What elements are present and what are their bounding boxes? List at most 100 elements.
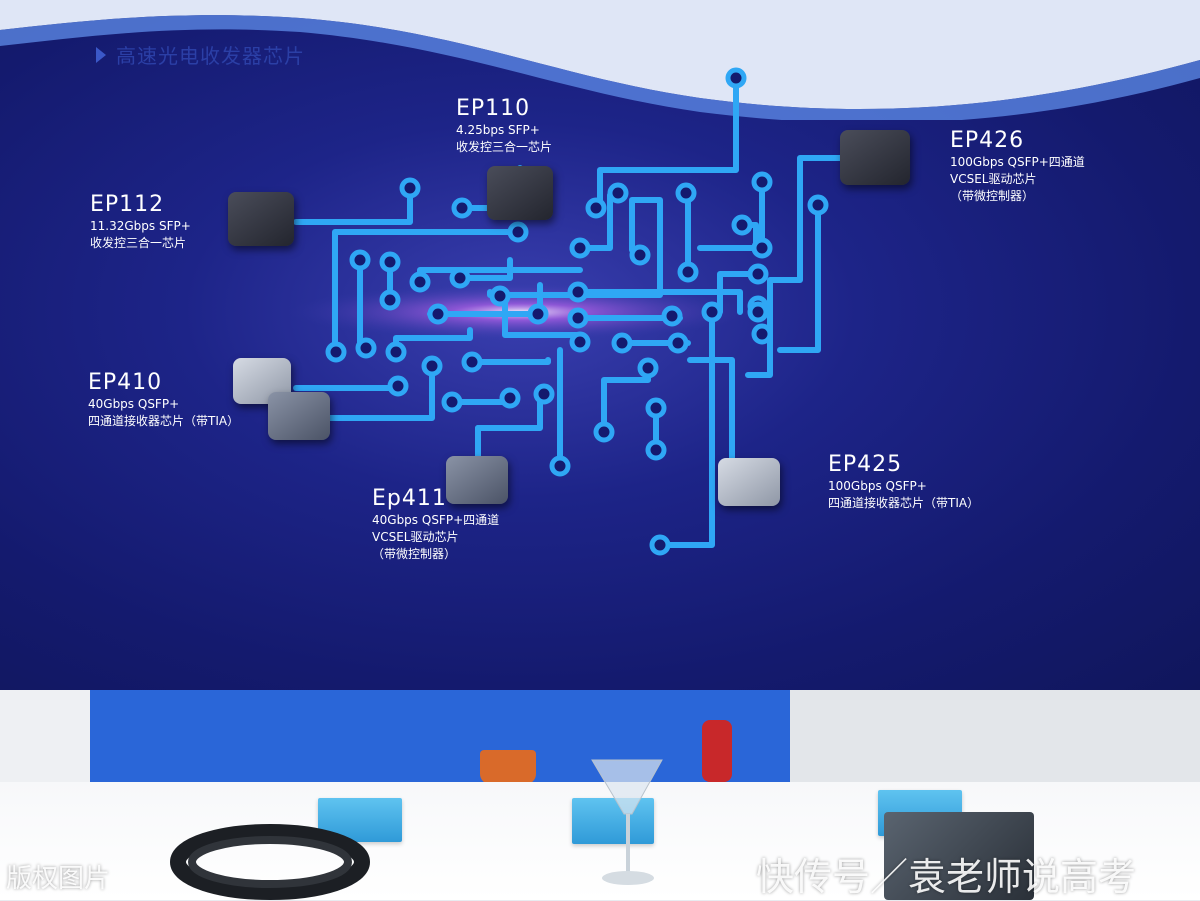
circuit-node bbox=[731, 214, 753, 236]
circuit-trace bbox=[463, 357, 551, 365]
circuit-node bbox=[751, 323, 773, 345]
circuit-trace bbox=[293, 185, 413, 225]
circuit-trace bbox=[717, 271, 761, 315]
model-name: EP112 bbox=[90, 192, 165, 217]
model-name: EP110 bbox=[456, 96, 531, 121]
label-ep425: EP425 100Gbps QSFP+ 四通道接收器芯片（带TIA） bbox=[828, 452, 979, 512]
ep425-chip bbox=[718, 458, 780, 506]
ep410-chip-b bbox=[268, 392, 330, 440]
circuit-node bbox=[569, 331, 591, 353]
circuit-node bbox=[451, 197, 473, 219]
label-ep426: EP426 100Gbps QSFP+四通道 VCSEL驱动芯片 （带微控制器） bbox=[950, 128, 1085, 205]
circuit-node bbox=[701, 301, 723, 323]
flower-pot bbox=[480, 750, 536, 784]
circuit-node bbox=[409, 271, 431, 293]
play-arrow-icon bbox=[96, 46, 106, 63]
spec-line: 11.32Gbps SFP+ bbox=[90, 219, 191, 233]
circuit-node bbox=[569, 237, 591, 259]
circuit-trace bbox=[601, 365, 651, 435]
spec-line: 收发控三合一芯片 bbox=[456, 140, 553, 154]
background-carpet bbox=[90, 690, 790, 782]
fire-extinguisher bbox=[702, 720, 732, 782]
circuit-node bbox=[637, 357, 659, 379]
board-title: 高速光电收发器芯片 bbox=[116, 44, 305, 68]
circuit-node bbox=[461, 351, 483, 373]
cable-coil bbox=[170, 824, 370, 900]
circuit-node bbox=[645, 397, 667, 419]
circuit-node bbox=[379, 251, 401, 273]
circuit-node bbox=[567, 281, 589, 303]
circuit-node bbox=[751, 237, 773, 259]
label-ep410: EP410 40Gbps QSFP+ 四通道接收器芯片（带TIA） bbox=[88, 370, 239, 430]
spec-line: 100Gbps QSFP+ bbox=[828, 479, 927, 493]
circuit-node bbox=[677, 261, 699, 283]
circuit-node bbox=[725, 67, 747, 89]
circuit-diagram bbox=[290, 67, 863, 556]
circuit-node bbox=[379, 289, 401, 311]
circuit-node bbox=[499, 387, 521, 409]
circuit-node bbox=[489, 285, 511, 307]
circuit-node bbox=[507, 221, 529, 243]
counter-wall-left bbox=[0, 690, 90, 800]
circuit-node bbox=[533, 383, 555, 405]
circuit-node bbox=[593, 421, 615, 443]
circuit-node bbox=[747, 301, 769, 323]
circuit-node bbox=[549, 455, 571, 477]
circuit-node bbox=[349, 249, 371, 271]
circuit-node bbox=[667, 332, 689, 354]
circuit-node bbox=[441, 391, 463, 413]
circuit-node bbox=[355, 337, 377, 359]
exhibit-counter: 版权图片 快传号／袁老师说高考 bbox=[0, 690, 1200, 900]
circuit-node bbox=[661, 305, 683, 327]
circuit-trace bbox=[597, 75, 739, 211]
label-ep112: EP112 11.32Gbps SFP+ 收发控三合一芯片 bbox=[90, 192, 191, 252]
model-name: EP426 bbox=[950, 128, 1025, 153]
circuit-node bbox=[385, 341, 407, 363]
circuit-node bbox=[325, 341, 347, 363]
circuit-node bbox=[399, 177, 421, 199]
circuit-node bbox=[387, 375, 409, 397]
spec-line: 四通道接收器芯片（带TIA） bbox=[828, 496, 980, 510]
circuit-trace bbox=[459, 257, 513, 281]
circuit-trace bbox=[313, 363, 435, 421]
model-name: EP410 bbox=[88, 370, 163, 395]
board-header: 高速光电收发器芯片 bbox=[96, 40, 305, 69]
ep411-chip bbox=[446, 456, 508, 504]
circuit-node bbox=[629, 244, 651, 266]
watermark-right: 快传号／袁老师说高考 bbox=[756, 855, 1137, 899]
spec-line: VCSEL驱动芯片 bbox=[372, 530, 459, 544]
circuit-node bbox=[527, 303, 549, 325]
circuit-trace bbox=[577, 289, 743, 315]
circuit-node bbox=[649, 534, 671, 556]
label-ep411: Ep411 40Gbps QSFP+四通道 VCSEL驱动芯片 （带微控制器） bbox=[372, 486, 499, 563]
spec-line: 四通道接收器芯片（带TIA） bbox=[88, 414, 240, 428]
display-board: 高速光电收发器芯片 EP110 4.25bps SFP+ 收发控三合一芯片 EP… bbox=[0, 0, 1200, 690]
spec-line: 40Gbps QSFP+ bbox=[88, 397, 180, 411]
spec-line: 100Gbps QSFP+四通道 bbox=[950, 155, 1085, 169]
model-name: Ep411 bbox=[372, 486, 447, 511]
circuit-trace bbox=[502, 293, 583, 338]
circuit-trace bbox=[745, 155, 863, 378]
circuit-node bbox=[427, 303, 449, 325]
spec-line: 收发控三合一芯片 bbox=[90, 236, 187, 250]
device-module bbox=[884, 812, 1034, 900]
circuit-node bbox=[747, 263, 769, 285]
circuit-trace bbox=[687, 357, 735, 465]
product-sign bbox=[572, 798, 654, 844]
model-name: EP425 bbox=[828, 452, 903, 477]
spec-line: （带微控制器） bbox=[950, 189, 1035, 203]
spec-line: （带微控制器） bbox=[372, 547, 457, 561]
circuit-nodes bbox=[325, 67, 829, 556]
circuit-trace bbox=[777, 202, 821, 353]
circuit-node bbox=[567, 307, 589, 329]
circuit-node bbox=[751, 171, 773, 193]
circuit-node bbox=[611, 332, 633, 354]
circuit-node bbox=[421, 355, 443, 377]
wine-glass bbox=[591, 759, 663, 885]
circuit-node bbox=[675, 182, 697, 204]
circuit-node bbox=[807, 194, 829, 216]
ep112-chip bbox=[228, 192, 294, 246]
spec-line: 40Gbps QSFP+四通道 bbox=[372, 513, 500, 527]
circuit-trace bbox=[657, 309, 715, 548]
ep426-chip bbox=[840, 130, 910, 185]
